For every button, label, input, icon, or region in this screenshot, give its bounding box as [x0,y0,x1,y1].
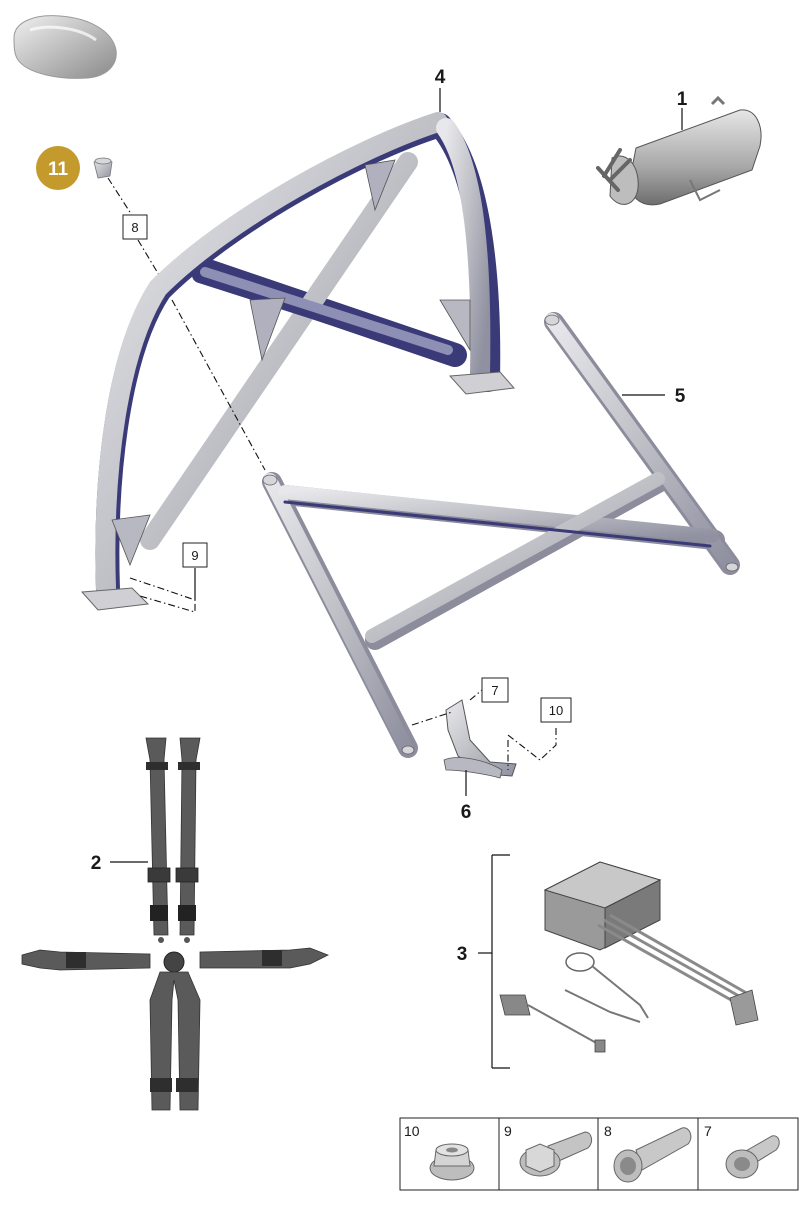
fastener-cell-8-label: 8 [604,1123,612,1139]
fastener-cell-10-label: 10 [404,1123,420,1139]
ref-box-9-label: 9 [191,548,198,563]
hoop-foot-leader [129,577,196,613]
bracket-leader-10 [507,728,557,770]
fastener-table: 10 9 8 [399,1117,799,1191]
bracket-part-6[interactable] [443,699,517,779]
hoop-to-strut-leader [171,299,266,471]
fastener-cell-7[interactable]: 7 [704,1123,780,1179]
callout-1: 1 [677,89,688,110]
callout-5: 5 [675,386,686,407]
hex-flange-bolt-icon [519,1131,593,1177]
callout-3: 3 [457,944,468,965]
ref-box-7[interactable]: 7 [481,677,509,703]
callout-6: 6 [461,802,472,823]
fire-extinguisher-part-1[interactable] [596,95,762,206]
ref-box-8[interactable]: 8 [122,214,148,240]
fastener-cell-9-label: 9 [504,1123,512,1139]
car-thumbnail-icon [13,15,117,79]
callout-2: 2 [91,853,102,874]
bracket-leader-7 [411,689,483,726]
part-11-badge-text: 11 [48,159,69,180]
ref-box-7-label: 7 [491,683,498,698]
fastener-cell-9[interactable]: 9 [504,1123,593,1177]
control-unit-part-3[interactable] [478,854,759,1069]
ref-box-9[interactable]: 9 [182,542,208,568]
flange-nut-icon [429,1143,475,1181]
ref-box-10-label: 10 [549,703,563,718]
callout-4: 4 [435,67,446,88]
ref-box-10[interactable]: 10 [540,697,572,723]
long-torx-bolt-icon [613,1127,692,1183]
harness-part-2[interactable] [21,737,329,1111]
roll-hoop-part-4[interactable] [80,112,515,611]
fastener-cell-8[interactable]: 8 [604,1123,692,1183]
ref-box-8-label: 8 [131,220,138,235]
part-11-badge[interactable]: 11 [36,146,80,190]
tube-cap-icon [93,157,113,179]
fastener-cell-7-label: 7 [704,1123,712,1139]
torx-bolt-icon [725,1135,780,1179]
fastener-cell-10[interactable]: 10 [404,1123,475,1181]
rear-struts-part-5[interactable] [262,312,740,758]
